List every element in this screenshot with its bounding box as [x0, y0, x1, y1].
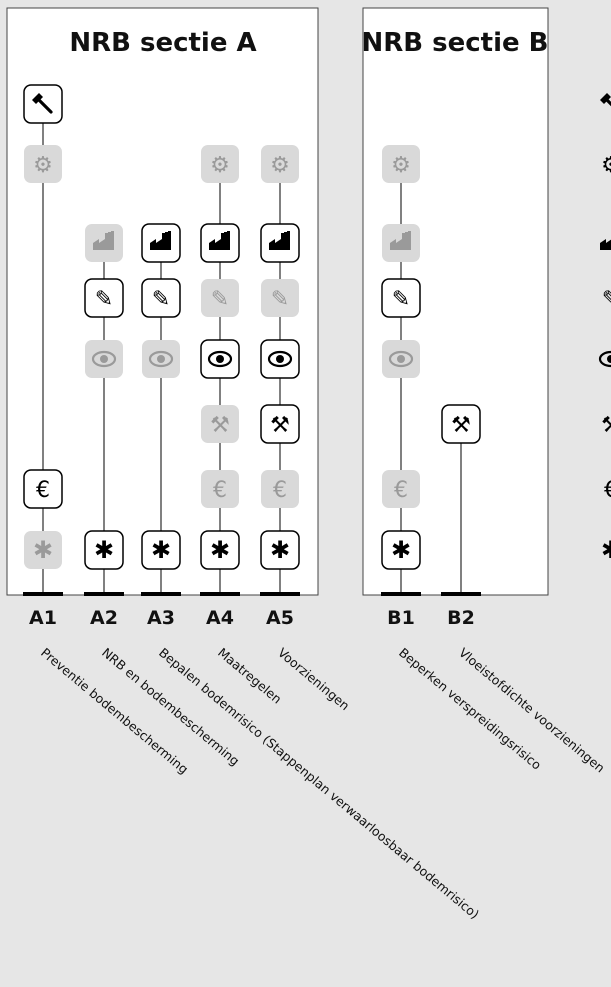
pen-icon: ✎ — [84, 278, 124, 318]
eye-icon — [382, 340, 420, 378]
icon-legend: ⚙ ✎ ⚒ € ✱ — [598, 93, 611, 564]
column-label-a5: A5 — [266, 607, 294, 629]
column-label-a1: A1 — [29, 607, 57, 629]
factory-icon — [200, 223, 240, 263]
factory-icon — [382, 224, 420, 262]
pen-icon: ✎ — [201, 279, 239, 317]
svg-text:✱: ✱ — [270, 536, 290, 564]
svg-text:✱: ✱ — [210, 536, 230, 564]
svg-text:✎: ✎ — [602, 287, 611, 312]
svg-text:✱: ✱ — [601, 536, 611, 564]
column-descriptions: Preventie bodembescherming NRB en bodemb… — [38, 645, 608, 922]
factory-icon — [260, 223, 300, 263]
svg-text:✎: ✎ — [271, 287, 289, 312]
asterisk-icon: ✱ — [260, 530, 300, 570]
hammer-icon — [23, 84, 63, 124]
legend-asterisk-icon: ✱ — [601, 536, 611, 564]
legend-gears-icon: ⚙ — [601, 153, 611, 178]
gears-icon: ⚙ — [382, 145, 420, 183]
column-labels: A1 A2 A3 A4 A5 B1 B2 — [29, 607, 475, 629]
svg-text:⚒: ⚒ — [601, 413, 611, 438]
section-b-title: NRB sectie B — [361, 28, 548, 58]
svg-text:✱: ✱ — [151, 536, 171, 564]
svg-text:⚙: ⚙ — [601, 153, 611, 178]
asterisk-icon: ✱ — [200, 530, 240, 570]
legend-euro-icon: € — [604, 478, 611, 503]
tools-icon: ⚒ — [441, 404, 481, 444]
pen-icon: ✎ — [141, 278, 181, 318]
svg-text:⚒: ⚒ — [270, 413, 290, 438]
eye-icon — [260, 339, 300, 379]
tools-icon: ⚒ — [201, 405, 239, 443]
gears-icon: ⚙ — [201, 145, 239, 183]
asterisk-icon: ✱ — [84, 530, 124, 570]
euro-icon: € — [23, 469, 63, 509]
pen-icon: ✎ — [261, 279, 299, 317]
svg-text:⚙: ⚙ — [270, 153, 290, 178]
gears-icon: ⚙ — [261, 145, 299, 183]
svg-text:✱: ✱ — [33, 536, 53, 564]
svg-text:⚒: ⚒ — [451, 413, 471, 438]
svg-text:€: € — [213, 478, 227, 503]
euro-icon: € — [201, 470, 239, 508]
column-label-b2: B2 — [447, 607, 475, 629]
svg-text:€: € — [36, 478, 50, 503]
section-a-title: NRB sectie A — [69, 28, 256, 58]
eye-icon — [142, 340, 180, 378]
legend-pen-icon: ✎ — [602, 287, 611, 312]
legend-eye-icon — [598, 350, 611, 368]
svg-text:✎: ✎ — [211, 287, 229, 312]
gears-icon: ⚙ — [24, 145, 62, 183]
svg-text:✎: ✎ — [152, 287, 170, 312]
svg-text:€: € — [604, 478, 611, 503]
legend-hammer-icon — [600, 93, 611, 107]
svg-text:⚙: ⚙ — [210, 153, 230, 178]
legend-tools-icon: ⚒ — [601, 413, 611, 438]
euro-icon: € — [261, 470, 299, 508]
factory-icon — [141, 223, 181, 263]
svg-text:€: € — [394, 478, 408, 503]
column-label-b1: B1 — [387, 607, 415, 629]
column-label-a2: A2 — [90, 607, 118, 629]
asterisk-icon: ✱ — [24, 531, 62, 569]
euro-icon: € — [382, 470, 420, 508]
svg-text:⚙: ⚙ — [391, 153, 411, 178]
eye-icon — [85, 340, 123, 378]
tools-icon: ⚒ — [260, 404, 300, 444]
svg-text:✱: ✱ — [94, 536, 114, 564]
column-label-a3: A3 — [147, 607, 175, 629]
legend-factory-icon — [600, 239, 611, 250]
svg-text:✱: ✱ — [391, 536, 411, 564]
svg-text:⚙: ⚙ — [33, 153, 53, 178]
svg-text:€: € — [273, 478, 287, 503]
pen-icon: ✎ — [381, 278, 421, 318]
svg-text:⚒: ⚒ — [210, 413, 230, 438]
factory-icon — [85, 224, 123, 262]
asterisk-icon: ✱ — [141, 530, 181, 570]
column-label-a4: A4 — [206, 607, 234, 629]
svg-text:✎: ✎ — [392, 287, 410, 312]
icon-nodes: ⚙ € ✱ ✎ ✱ ✎ ✱ ⚙ ✎ ⚒ € ✱ ⚙ ✎ ⚒ € ✱ ⚙ ✎ € ✱ ⚒ — [23, 84, 481, 570]
eye-icon — [200, 339, 240, 379]
svg-text:✎: ✎ — [95, 287, 113, 312]
column-description-a5: Voorzieningen — [275, 645, 353, 713]
asterisk-icon: ✱ — [381, 530, 421, 570]
